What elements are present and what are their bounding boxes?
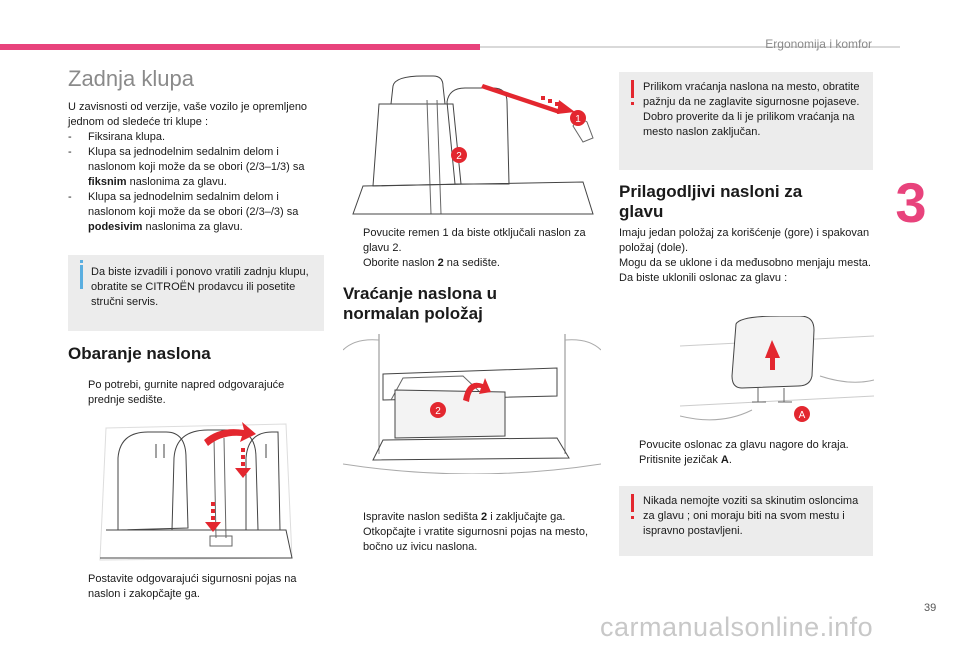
trunk-illustration: 2: [343, 334, 601, 474]
chapter-number: 3: [895, 171, 927, 234]
seat-options-list: -Fiksirana klupa. -Klupa sa jednodelnim …: [68, 130, 324, 235]
list-item: Otkopčajte i vratite sigurnosni pojas na…: [363, 526, 589, 553]
intro-text: U zavisnosti od verzije, vaše vozilo je …: [68, 101, 308, 128]
accent-bar: [0, 44, 480, 50]
headrest-release-illustration: 1 2: [343, 74, 601, 216]
fold-steps-2: Postavite odgovarajući sigurnosni pojas …: [68, 572, 324, 602]
callout-label-1: 1: [575, 114, 581, 125]
list-item: Pritisnite jezičak A.: [639, 454, 732, 466]
restore-steps: Ispravite naslon sedišta 2 i zaključajte…: [343, 510, 601, 555]
warning-note-text: Prilikom vraćanja naslona na mesto, obra…: [643, 81, 860, 138]
list-item: Oborite naslon 2 na sedište.: [363, 257, 500, 269]
header-rule: [480, 46, 900, 48]
section-title-headrests: Prilagodljivi nasloni za glavu: [619, 182, 803, 221]
headrest-body-text: Imaju jedan položaj za korišćenje (gore)…: [619, 227, 871, 284]
section-title-fold: Obaranje naslona: [68, 344, 211, 363]
headrest-steps: Povucite remen 1 da biste otključali nas…: [343, 226, 601, 271]
section-title-restore: Vraćanje naslona u normalan položaj: [343, 284, 498, 323]
page-title: Zadnja klupa: [68, 66, 194, 91]
warning-icon: [631, 494, 634, 519]
list-item: Povucite oslonac za glavu nagore do kraj…: [639, 439, 849, 451]
column-1: Zadnja klupa U zavisnosti od verzije, va…: [68, 66, 324, 235]
info-note-text: Da biste izvadili i ponovo vratili zadnj…: [91, 266, 309, 308]
section-label: Ergonomija i komfor: [765, 37, 872, 51]
list-item: Po potrebi, gurnite napred odgovarajuće …: [88, 379, 285, 406]
info-icon: [80, 260, 83, 289]
watermark: carmanualsonline.info: [600, 612, 874, 642]
list-item: Povucite remen 1 da biste otključali nas…: [363, 227, 586, 254]
info-note: Da biste izvadili i ponovo vratili zadnj…: [68, 255, 324, 331]
list-item: Postavite odgovarajući sigurnosni pojas …: [88, 573, 297, 600]
callout-label-2b: 2: [435, 406, 441, 417]
warning-note-text: Nikada nemojte voziti sa skinutim oslonc…: [643, 495, 859, 537]
warning-note-1: Prilikom vraćanja naslona na mesto, obra…: [619, 72, 873, 170]
page-number: 39: [924, 602, 937, 614]
seat-belt-illustration: [96, 418, 298, 566]
warning-note-2: Nikada nemojte voziti sa skinutim oslonc…: [619, 486, 873, 556]
fold-steps-1: Po potrebi, gurnite napred odgovarajuće …: [68, 378, 324, 408]
list-item: Ispravite naslon sedišta 2 i zaključajte…: [363, 511, 566, 523]
warning-icon: [631, 80, 634, 105]
removal-steps: Povucite oslonac za glavu nagore do kraj…: [619, 438, 873, 468]
list-item: -Fiksirana klupa.: [68, 131, 166, 143]
list-item: -Klupa sa jednodelnim sedalnim delom i n…: [68, 191, 299, 233]
list-item: -Klupa sa jednodelnim sedalnim delom i n…: [68, 146, 305, 188]
callout-label-2: 2: [456, 151, 462, 162]
callout-label-a: A: [799, 410, 806, 421]
headrest-removal-illustration: A: [680, 316, 874, 428]
